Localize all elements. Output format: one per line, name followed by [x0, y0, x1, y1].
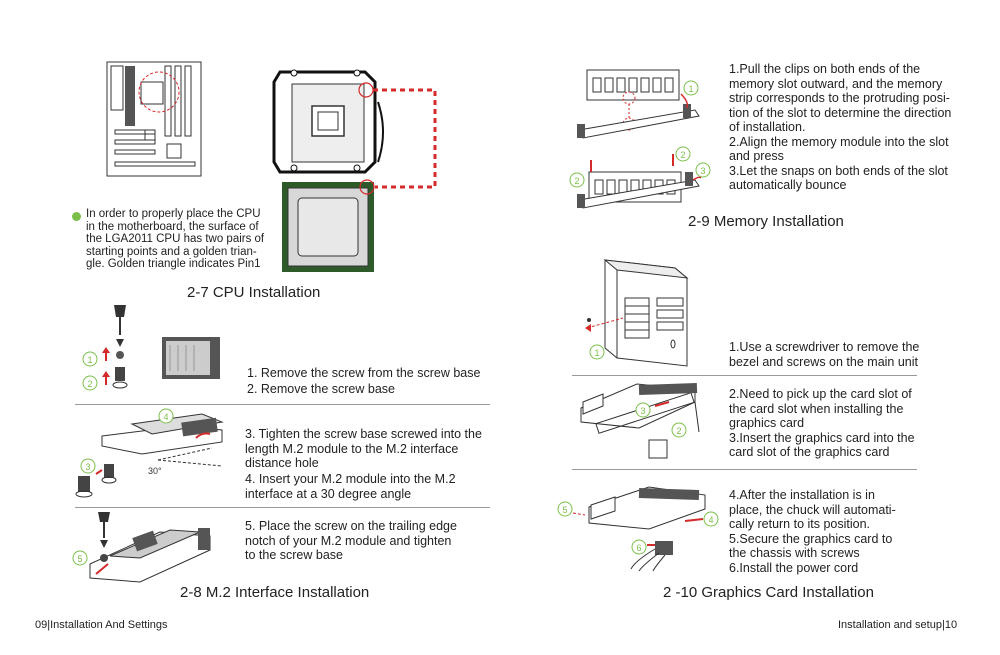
marker-3: 3 — [85, 462, 90, 472]
marker-2: 2 — [676, 426, 681, 436]
marker-2: 2 — [87, 379, 92, 389]
marker-4: 4 — [708, 515, 713, 525]
footer-left: 09|Installation And Settings — [35, 619, 168, 631]
cpu-socket-illustration — [272, 69, 437, 272]
graphics-steps-a: 1.Use a screwdriver to remove the bezel … — [729, 340, 920, 369]
graphics-card-installed-illustration: 5 4 6 — [557, 486, 719, 572]
divider — [572, 375, 917, 376]
chassis-illustration: 1 — [585, 259, 689, 367]
memory-illustration: 1 2 2 3 — [569, 69, 711, 209]
divider — [572, 469, 917, 470]
graphics-caption: 2 -10 Graphics Card Installation — [663, 584, 874, 601]
marker-1: 1 — [594, 348, 599, 358]
note-bullet-icon — [72, 212, 81, 221]
m2-caption: 2-8 M.2 Interface Installation — [180, 584, 370, 601]
memory-caption: 2-9 Memory Installation — [688, 213, 844, 230]
marker-5: 5 — [562, 505, 567, 515]
m2-step-5: 5. Place the screw on the trailing edge … — [245, 519, 457, 562]
divider — [75, 507, 490, 508]
marker-6: 6 — [636, 543, 641, 553]
graphics-card-slot-illustration: 3 2 — [580, 382, 700, 459]
graphics-steps-b: 2.Need to pick up the card slot of the c… — [729, 387, 915, 459]
marker-2: 2 — [680, 150, 685, 160]
marker-2: 2 — [574, 176, 579, 186]
marker-4: 4 — [163, 412, 168, 422]
marker-1: 1 — [87, 355, 92, 365]
graphics-steps-c: 4.After the installation is in place, th… — [729, 488, 896, 575]
marker-5: 5 — [77, 554, 82, 564]
memory-steps: 1.Pull the clips on both ends of the mem… — [729, 62, 952, 192]
marker-3: 3 — [700, 166, 705, 176]
marker-3: 3 — [640, 406, 645, 416]
cpu-caption: 2-7 CPU Installation — [187, 284, 321, 301]
motherboard-illustration — [106, 61, 202, 177]
footer-right: Installation and setup|10 — [838, 619, 958, 631]
m2-step-4: 4. Insert your M.2 module into the M.2 i… — [245, 472, 456, 501]
m2-step-2: 2. Remove the screw base — [247, 382, 395, 396]
marker-1: 1 — [688, 84, 693, 94]
m2-screw-removal-illustration: 1 2 — [82, 305, 220, 391]
m2-secure-illustration: 5 — [72, 512, 211, 583]
m2-insert-illustration: 4 30° 3 — [75, 408, 224, 498]
m2-step-1: 1. Remove the screw from the screw base — [247, 366, 481, 380]
divider — [75, 404, 490, 405]
angle-label: 30° — [148, 466, 162, 476]
m2-step-3: 3. Tighten the screw base screwed into t… — [245, 427, 482, 470]
cpu-note: In order to properly place the CPU in th… — [86, 208, 265, 270]
